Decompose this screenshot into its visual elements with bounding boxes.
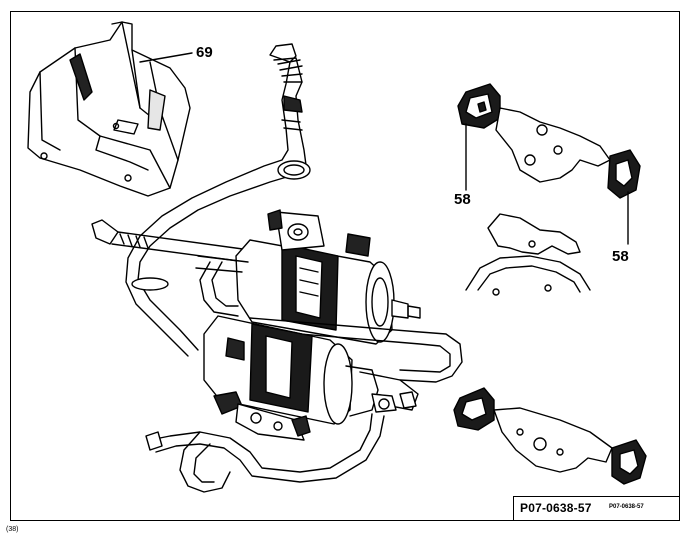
heat-shield-bracket-69: [27, 21, 191, 197]
pump-bracket-lower: [213, 391, 311, 441]
leader-line-69: [139, 52, 193, 63]
diagram-frame: [10, 11, 680, 521]
fuel-pump-lower: [203, 315, 419, 425]
reference-code-small: P07-0638-57: [609, 504, 644, 510]
callout-58-left: 58: [454, 191, 471, 208]
mounting-bracket-58-upper: [457, 83, 641, 199]
fuel-hose-upper: [125, 43, 311, 357]
reference-code: P07-0638-57: [520, 501, 592, 515]
callout-58-right: 58: [612, 248, 629, 265]
fuel-pump-upper: [235, 209, 421, 345]
corner-note: (38): [6, 526, 19, 533]
reference-box: P07-0638-57 P07-0638-57: [513, 496, 680, 521]
callout-69: 69: [196, 44, 213, 61]
curved-bracket-right: [465, 213, 591, 296]
mounting-bracket-58-lower: [453, 387, 647, 485]
connecting-pipes: [195, 255, 463, 383]
inlet-pipe-left: [91, 219, 251, 263]
fuel-hose-lower: [145, 413, 385, 493]
